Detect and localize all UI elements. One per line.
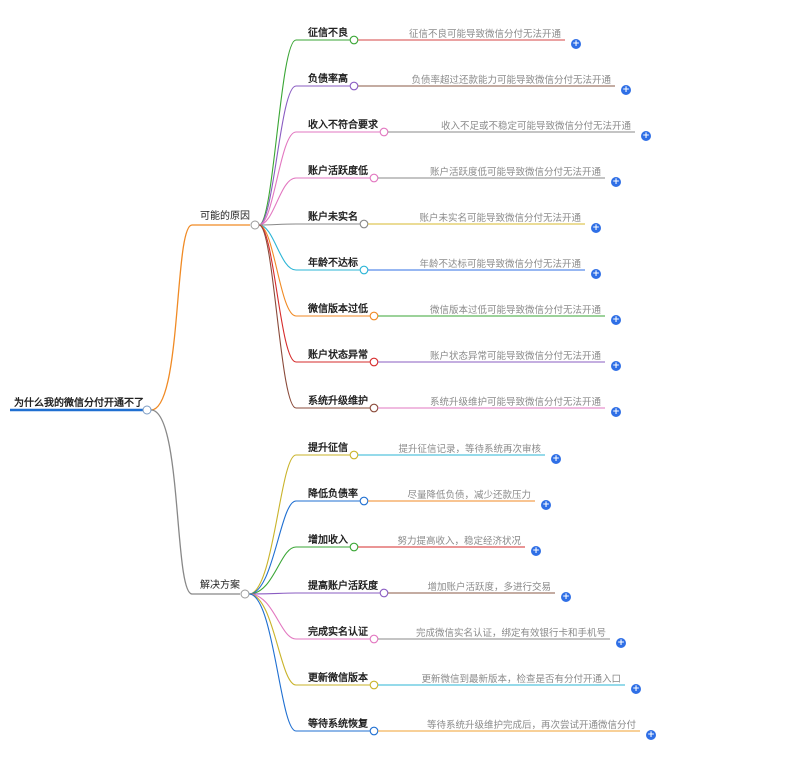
collapse-toggle-icon xyxy=(369,680,379,690)
node-description[interactable]: 账户活跃度低可能导致微信分付无法开通 xyxy=(429,167,601,178)
collapse-toggle-icon xyxy=(359,265,369,275)
collapse-toggle-icon xyxy=(240,589,250,599)
node-description[interactable]: 增加账户活跃度，多进行交易 xyxy=(427,582,551,593)
expand-plus-icon[interactable]: + xyxy=(611,177,621,187)
node-topic[interactable]: 系统升级维护 xyxy=(308,396,368,407)
collapse-toggle-icon xyxy=(369,357,379,367)
node-topic[interactable]: 增加收入 xyxy=(308,535,348,546)
node-description[interactable]: 努力提高收入，稳定经济状况 xyxy=(397,536,521,547)
collapse-toggle-icon xyxy=(349,542,359,552)
expand-plus-icon[interactable]: + xyxy=(551,454,561,464)
expand-plus-icon[interactable]: + xyxy=(616,638,626,648)
branch-connector xyxy=(150,224,250,411)
node-description[interactable]: 等待系统升级维护完成后，再次尝试开通微信分付 xyxy=(426,720,636,731)
node-description[interactable]: 负债率超过还款能力可能导致微信分付无法开通 xyxy=(411,75,611,86)
node-topic[interactable]: 更新微信版本 xyxy=(308,673,368,684)
node-connector xyxy=(258,177,297,226)
expand-plus-icon[interactable]: + xyxy=(621,85,631,95)
collapse-toggle-icon xyxy=(369,634,379,644)
collapse-toggle-icon xyxy=(142,405,152,415)
node-topic[interactable]: 降低负债率 xyxy=(308,489,358,500)
node-topic[interactable]: 完成实名认证 xyxy=(308,627,368,638)
node-topic[interactable]: 账户活跃度低 xyxy=(308,166,368,177)
node-connector xyxy=(258,224,297,363)
node-description[interactable]: 更新微信到最新版本，检查是否有分付开通入口 xyxy=(421,674,621,685)
node-connector xyxy=(258,131,297,226)
collapse-toggle-icon xyxy=(349,35,359,45)
root-topic[interactable]: 为什么我的微信分付开通不了 xyxy=(14,398,144,409)
node-topic[interactable]: 征信不良 xyxy=(308,28,348,39)
node-description[interactable]: 提升征信记录，等待系统再次审核 xyxy=(398,444,541,455)
node-description[interactable]: 账户状态异常可能导致微信分付无法开通 xyxy=(429,351,601,362)
node-description[interactable]: 账户未实名可能导致微信分付无法开通 xyxy=(419,213,581,224)
collapse-toggle-icon xyxy=(379,588,389,598)
expand-plus-icon[interactable]: + xyxy=(641,131,651,141)
branch-connector xyxy=(150,409,240,595)
node-description[interactable]: 完成微信实名认证，绑定有效银行卡和手机号 xyxy=(415,628,606,639)
node-topic[interactable]: 负债率高 xyxy=(308,74,348,85)
expand-plus-icon[interactable]: + xyxy=(611,361,621,371)
expand-plus-icon[interactable]: + xyxy=(531,546,541,556)
node-topic[interactable]: 提高账户活跃度 xyxy=(308,581,378,592)
collapse-toggle-icon xyxy=(379,127,389,137)
node-description[interactable]: 征信不良可能导致微信分付无法开通 xyxy=(408,29,561,40)
node-connector xyxy=(258,224,297,317)
node-description[interactable]: 收入不足或不稳定可能导致微信分付无法开通 xyxy=(440,121,631,132)
expand-plus-icon[interactable]: + xyxy=(541,500,551,510)
node-connector xyxy=(248,593,297,640)
expand-plus-icon[interactable]: + xyxy=(591,223,601,233)
expand-plus-icon[interactable]: + xyxy=(611,407,621,417)
node-connector xyxy=(258,224,297,271)
node-topic[interactable]: 等待系统恢复 xyxy=(308,719,368,730)
collapse-toggle-icon xyxy=(250,220,260,230)
collapse-toggle-icon xyxy=(359,496,369,506)
node-connector xyxy=(258,85,297,226)
expand-plus-icon[interactable]: + xyxy=(611,315,621,325)
node-description[interactable]: 系统升级维护可能导致微信分付无法开通 xyxy=(429,397,601,408)
node-connector xyxy=(258,223,297,226)
node-topic[interactable]: 年龄不达标 xyxy=(308,258,358,269)
node-connector xyxy=(248,593,297,732)
node-topic[interactable]: 账户状态异常 xyxy=(308,350,368,361)
expand-plus-icon[interactable]: + xyxy=(571,39,581,49)
expand-plus-icon[interactable]: + xyxy=(591,269,601,279)
collapse-toggle-icon xyxy=(349,450,359,460)
collapse-toggle-icon xyxy=(359,219,369,229)
branch-topic[interactable]: 解决方案 xyxy=(200,580,240,591)
node-topic[interactable]: 提升征信 xyxy=(308,443,348,454)
expand-plus-icon[interactable]: + xyxy=(631,684,641,694)
collapse-toggle-icon xyxy=(349,81,359,91)
node-connector xyxy=(248,593,297,686)
node-connector xyxy=(248,592,297,595)
collapse-toggle-icon xyxy=(369,311,379,321)
collapse-toggle-icon xyxy=(369,173,379,183)
node-description[interactable]: 尽量降低负债，减少还款压力 xyxy=(407,490,531,501)
node-topic[interactable]: 账户未实名 xyxy=(308,212,358,223)
node-connector xyxy=(248,500,297,595)
collapse-toggle-icon xyxy=(369,726,379,736)
node-connector xyxy=(248,546,297,595)
node-connector xyxy=(258,224,297,409)
node-description[interactable]: 微信版本过低可能导致微信分付无法开通 xyxy=(429,305,601,316)
collapse-toggle-icon xyxy=(369,403,379,413)
node-connector xyxy=(258,39,297,226)
branch-topic[interactable]: 可能的原因 xyxy=(200,211,250,222)
node-topic[interactable]: 微信版本过低 xyxy=(308,304,368,315)
node-connector xyxy=(248,454,297,595)
node-description[interactable]: 年龄不达标可能导致微信分付无法开通 xyxy=(419,259,581,270)
node-topic[interactable]: 收入不符合要求 xyxy=(308,120,378,131)
expand-plus-icon[interactable]: + xyxy=(646,730,656,740)
expand-plus-icon[interactable]: + xyxy=(561,592,571,602)
